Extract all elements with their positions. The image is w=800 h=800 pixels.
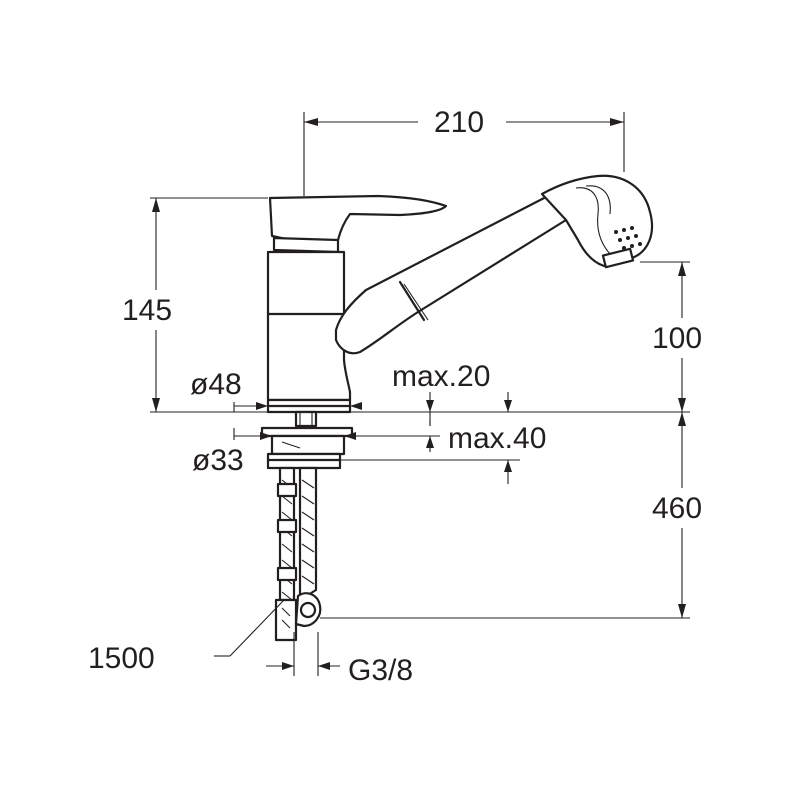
cartridge-cap	[272, 236, 340, 254]
dim-max-40: max.40	[448, 422, 546, 455]
dimension-labels: 210 145 100 ø48 max.20 ø33 max.40 460 15…	[88, 106, 702, 687]
lever-handle	[268, 194, 448, 244]
hoses	[274, 466, 322, 642]
dim-max-20: max.20	[392, 360, 490, 393]
dim-460: 460	[652, 492, 702, 525]
dim-210: 210	[434, 106, 484, 139]
mounting-assembly	[260, 410, 354, 470]
dim-100: 100	[652, 322, 702, 355]
dimension-lines	[150, 112, 690, 676]
dim-1500: 1500	[88, 642, 155, 675]
dim-base-diameter: ø48	[190, 368, 242, 401]
washer-upper	[260, 426, 354, 438]
mounting-nut	[270, 434, 346, 456]
spout	[334, 194, 568, 355]
dim-thread: G3/8	[348, 654, 413, 687]
dim-mount-diameter: ø33	[192, 444, 244, 477]
main-body	[266, 250, 352, 402]
spray-head	[540, 174, 654, 268]
hose-fitting	[294, 592, 322, 628]
dim-145: 145	[122, 294, 172, 327]
faucet-body	[266, 174, 654, 414]
